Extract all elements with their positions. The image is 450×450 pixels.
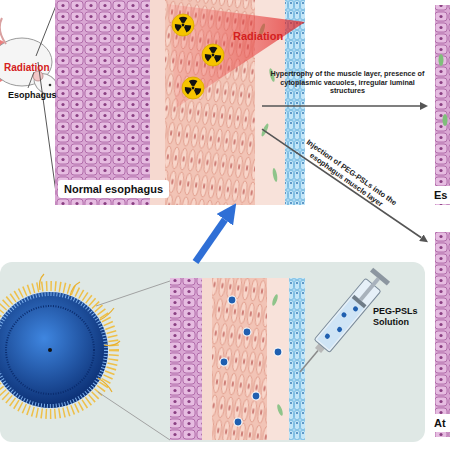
inflamed-cell [439, 54, 444, 66]
radiation-symbol [172, 14, 194, 36]
lamina [150, 0, 165, 205]
submucosa [267, 278, 289, 440]
tissue-section [170, 278, 305, 440]
radiation-symbol [182, 77, 204, 99]
flow-arrow [262, 105, 420, 107]
liposome-core [48, 348, 52, 352]
liposome-dot [340, 311, 347, 318]
liposome-dot [228, 296, 236, 304]
flow-arrow [262, 129, 421, 238]
liposome-dot [274, 348, 282, 356]
node-text: PEG-PSLs Solution [373, 306, 425, 328]
liposome-dots [220, 296, 282, 426]
inflamed-cell [443, 114, 448, 126]
fibroblast [271, 294, 279, 307]
columnar-layer [289, 278, 305, 440]
tissue-section [55, 0, 305, 205]
inner-bilayer [6, 306, 94, 394]
zoom-line [38, 62, 57, 200]
radiation-symbol [202, 44, 224, 66]
radiation-label: Radiation [233, 30, 283, 42]
rat-eye [49, 84, 52, 87]
edge-label: Injection of PEG-PSLs into the esophagus… [292, 132, 407, 220]
zoom-line [36, 3, 57, 56]
tissue-section [435, 232, 450, 437]
radiation-label: Radiation [4, 62, 50, 73]
liposome-dot [324, 333, 331, 340]
muscle-layer [212, 278, 267, 440]
epithelium [55, 0, 150, 205]
lamina [202, 278, 212, 440]
rat-tail [0, 18, 6, 44]
liposome-dot [352, 305, 359, 312]
node-text: Es [428, 186, 450, 204]
liposome-dot [234, 418, 242, 426]
fibroblast [276, 404, 284, 417]
node-text: Normal esophagus [58, 180, 169, 198]
liposome-dot [336, 326, 343, 333]
edge-label: Hypertrophy of the muscle layer, presenc… [265, 70, 430, 96]
lipid-bilayer [0, 294, 106, 406]
liposome-dot [252, 392, 260, 400]
node-text: At [428, 414, 450, 432]
fibroblast [272, 168, 278, 182]
organ-label: Esophagus [8, 90, 57, 100]
epithelium [170, 278, 202, 440]
leader-line [28, 72, 34, 88]
flow-arrow [196, 220, 225, 262]
liposome-dot [243, 328, 251, 336]
tissue-section [435, 5, 450, 205]
fibroblast [260, 123, 270, 137]
liposome-dot [220, 358, 228, 366]
radiation-beam [168, 4, 305, 108]
